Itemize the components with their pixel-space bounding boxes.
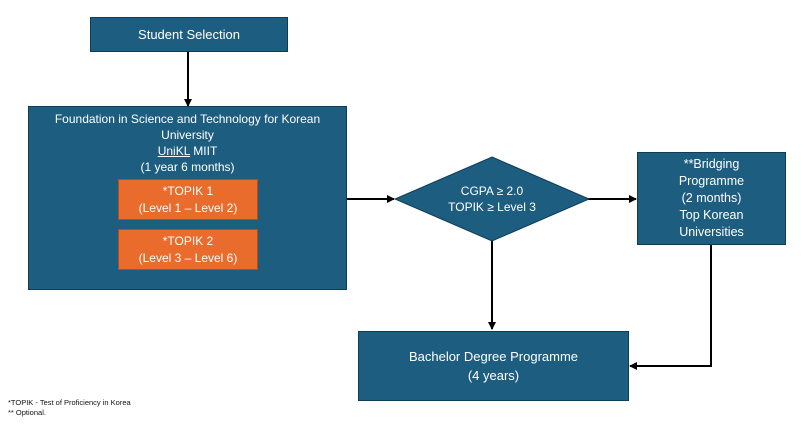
student-selection-box: Student Selection: [90, 17, 288, 52]
bridging-box: **Bridging Programme (2 months) Top Kore…: [637, 152, 786, 245]
topik2-box: *TOPIK 2 (Level 3 – Level 6): [118, 229, 258, 270]
bachelor-line1: Bachelor Degree Programme: [408, 349, 579, 364]
bridging-line1: **Bridging: [683, 157, 740, 171]
topik1-box: *TOPIK 1 (Level 1 – Level 2): [118, 179, 258, 220]
topik1-levels: (Level 1 – Level 2): [138, 200, 238, 215]
foundation-title-cont: University: [161, 128, 214, 142]
bachelor-line2: (4 years): [467, 368, 520, 383]
bachelor-box: Bachelor Degree Programme (4 years): [358, 331, 629, 401]
topik2-levels: (Level 3 – Level 6): [138, 250, 238, 265]
footnote-optional: ** Optional.: [8, 408, 46, 417]
arrow-bridging-to-bachelor: [629, 245, 712, 370]
student-selection-label: Student Selection: [138, 27, 240, 42]
footnote-topik: *TOPIK - Test of Proficiency in Korea: [8, 398, 131, 407]
topik2-title: *TOPIK 2: [162, 233, 214, 248]
decision-line2: TOPIK ≥ Level 3: [448, 200, 536, 214]
bridging-line5: Universities: [679, 225, 744, 239]
bridging-line3: (2 months): [681, 191, 742, 205]
bridging-line4: Top Korean: [679, 208, 744, 222]
institution-unikl: UniKL: [157, 144, 190, 158]
institution-miit: MIIT: [189, 144, 218, 158]
bridging-line2: Programme: [678, 174, 745, 188]
decision-diamond: [393, 156, 591, 242]
decision-line1: CGPA ≥ 2.0: [461, 184, 524, 198]
topik1-title: *TOPIK 1: [162, 183, 214, 198]
foundation-duration: (1 year 6 months): [140, 160, 235, 174]
foundation-institution: UniKL MIIT: [158, 143, 218, 159]
foundation-title: Foundation in Science and Technology for…: [54, 112, 321, 126]
